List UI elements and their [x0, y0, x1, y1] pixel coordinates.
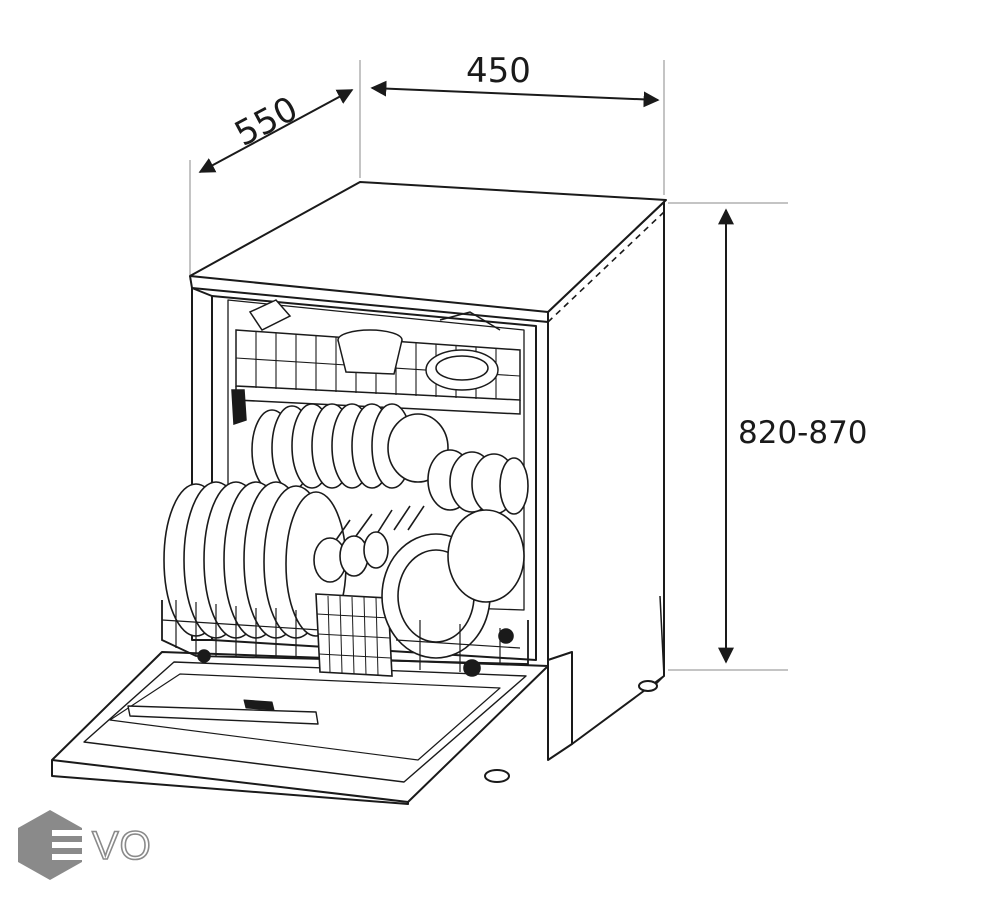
handle-left — [231, 389, 247, 426]
door-front-edge — [51, 760, 409, 805]
plate-back — [447, 509, 525, 603]
foot-front — [484, 769, 510, 783]
rack-right-wires — [395, 620, 521, 672]
depth-dimension-arrow — [198, 89, 354, 173]
rack-wheel — [463, 659, 481, 677]
bowl-inner — [435, 355, 489, 381]
evo-logo: VO — [18, 810, 152, 880]
glass-left — [248, 299, 292, 331]
door-recess — [109, 673, 501, 761]
logo-e-stripes — [52, 830, 82, 860]
worktop — [189, 181, 667, 313]
foot-right — [638, 680, 658, 692]
door-inner-panel — [83, 661, 527, 783]
rack-wheel — [197, 649, 211, 663]
dispenser-latch — [243, 699, 275, 711]
logo-text: VO — [92, 824, 152, 868]
detergent-dispenser — [127, 705, 319, 725]
width-label: 450 — [466, 51, 531, 91]
worktop-edge — [189, 275, 549, 323]
height-label: 820-870 — [738, 415, 868, 451]
back-plates — [251, 403, 529, 515]
upper-rack — [231, 299, 521, 426]
worktop-underside — [547, 211, 665, 323]
dimension-lines — [189, 60, 788, 671]
cutlery-basket-grid — [316, 595, 392, 676]
glass-right — [439, 311, 501, 331]
lower-rack-wires — [161, 600, 321, 659]
rack-wheel — [498, 628, 514, 644]
cutlery-handles — [335, 505, 425, 541]
hexagon-logo-icon — [18, 810, 82, 880]
door — [51, 651, 549, 805]
lower-rack — [161, 481, 529, 677]
width-dimension-arrow — [370, 80, 660, 108]
cup-body — [337, 339, 403, 375]
depth-label: 550 — [228, 89, 304, 155]
base-plinth — [547, 651, 573, 761]
